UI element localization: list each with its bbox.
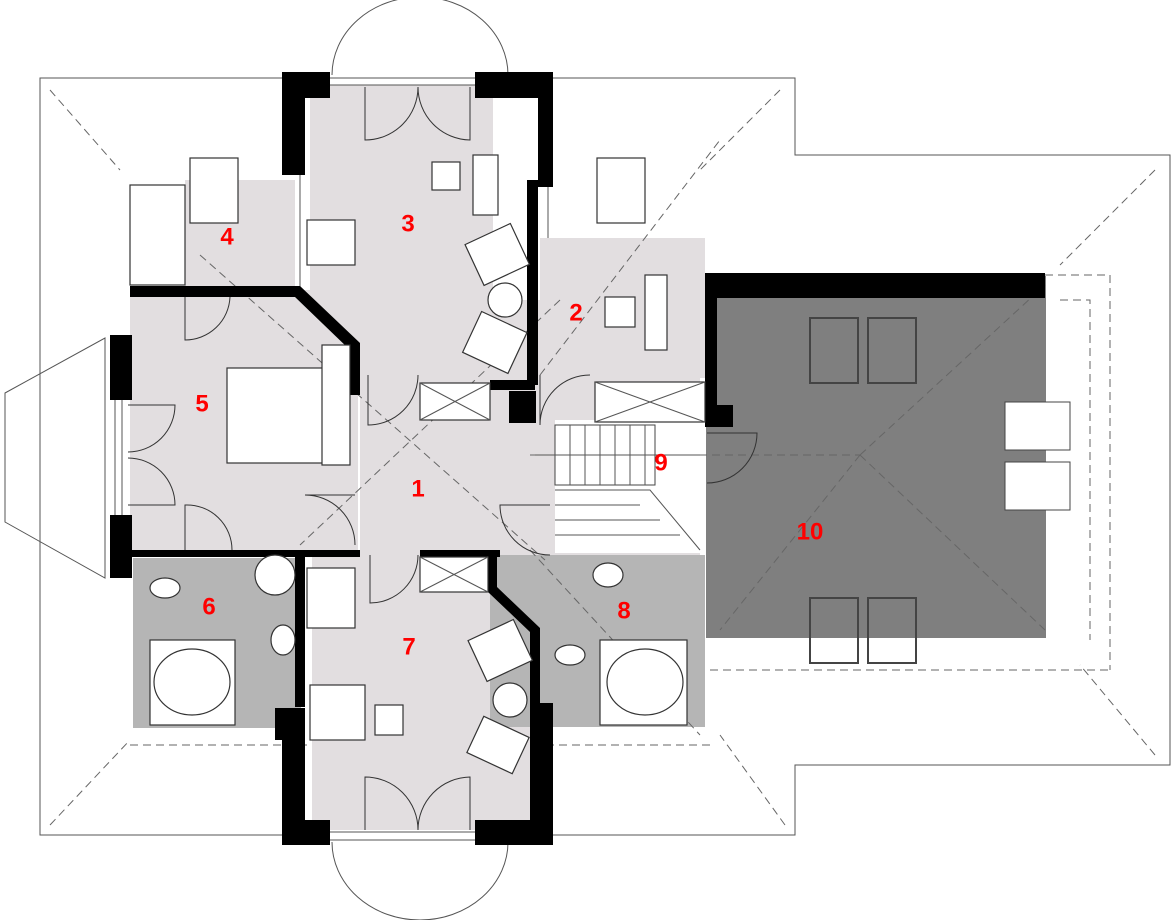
- room-label-1: 1: [411, 475, 424, 502]
- skylight-7: [1004, 401, 1071, 451]
- doors: [127, 86, 758, 831]
- room-label-7: 7: [402, 633, 415, 660]
- room-label-5: 5: [195, 390, 208, 417]
- side-table-2: [492, 682, 528, 718]
- armchair-2: [461, 310, 528, 375]
- armchair-4: [466, 715, 530, 775]
- room-label-8: 8: [617, 597, 630, 624]
- desk-room-7: [309, 684, 366, 741]
- staircase: [535, 424, 701, 551]
- floor-room-9: [555, 420, 703, 553]
- sink-room-6: [254, 554, 296, 596]
- skylight-6: [867, 597, 917, 664]
- washbasin-room-8: [592, 562, 624, 588]
- shower-room-4: [129, 184, 186, 286]
- washbasin-room-6: [270, 624, 296, 656]
- toilet-room-8: [554, 644, 586, 666]
- floor-areas: [130, 85, 1046, 830]
- desk-room-3: [472, 154, 499, 216]
- room-label-9: 9: [654, 449, 667, 476]
- room-labels: 1 2 3 4 5 6 7 8 9 10: [195, 210, 823, 660]
- skylight-2: [596, 157, 646, 224]
- bathtub-room-3: [306, 219, 356, 266]
- walls: [110, 72, 1045, 845]
- room-label-6: 6: [202, 593, 215, 620]
- room-label-4: 4: [220, 223, 234, 250]
- skylight-1: [189, 157, 239, 224]
- toilet-room-6: [149, 577, 181, 599]
- side-table-1: [487, 282, 523, 318]
- skylight-3: [809, 317, 859, 384]
- skylight-8: [1004, 461, 1071, 511]
- desk-room-2: [644, 274, 668, 351]
- skylight-5: [809, 597, 859, 664]
- room-label-3: 3: [401, 210, 414, 237]
- skylight-4: [867, 317, 917, 384]
- windows: [114, 77, 475, 841]
- armchair-3: [467, 618, 534, 683]
- room-label-10: 10: [797, 518, 824, 545]
- room-label-2: 2: [569, 299, 582, 326]
- bathtub-room-7: [306, 567, 356, 629]
- furniture: [129, 154, 1071, 775]
- armchair-1: [464, 222, 531, 287]
